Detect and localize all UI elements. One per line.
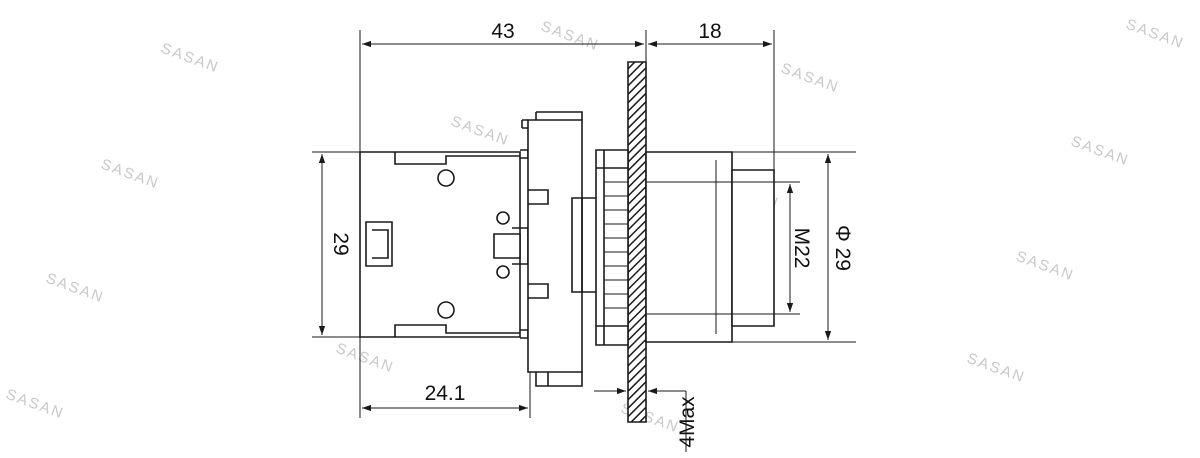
watermark: SASAN (449, 113, 512, 150)
watermark: SASAN (334, 340, 397, 377)
dimension-label-4max: 4Max (676, 396, 699, 448)
bezel-actuator (645, 151, 775, 343)
watermark: SASAN (44, 270, 107, 307)
dimension-block-depth: 24.1 (359, 337, 531, 418)
watermark: SASAN (159, 40, 222, 77)
mounting-adapter (521, 111, 583, 387)
watermark: SASAN (1014, 248, 1077, 285)
locking-nut (582, 149, 629, 346)
terminal-screw-icon (496, 211, 510, 225)
watermark: SASAN (965, 350, 1028, 387)
dimension-label-phi29: Φ 29 (831, 225, 854, 271)
watermark: SASAN (1069, 133, 1132, 170)
dimension-label-18: 18 (698, 20, 721, 43)
watermark: SASAN (4, 386, 67, 423)
dimension-front-depth: 18 (648, 20, 775, 170)
terminal-screw-icon (437, 169, 455, 187)
dimension-label-29: 29 (329, 232, 352, 255)
dimension-thread: M22 (646, 181, 813, 315)
watermark: SASAN (1124, 16, 1187, 53)
dimension-label-43: 43 (491, 20, 514, 43)
dimension-label-24-1: 24.1 (425, 382, 466, 405)
dimension-panel-thickness: 4Max (594, 387, 699, 452)
watermark: SASAN (99, 156, 162, 193)
dimension-bezel-diameter: Φ 29 (732, 151, 856, 343)
contact-block (359, 149, 529, 339)
dimension-block-height: 29 (312, 151, 360, 338)
watermark-group: SASAN SASAN SASAN SASAN SASAN SASAN SASA… (4, 16, 1187, 437)
dimension-overall-depth: 43 (359, 20, 647, 152)
watermark: SASAN (779, 60, 842, 97)
terminal-screw-icon (496, 265, 510, 279)
terminal-screw-icon (437, 301, 455, 319)
watermark: SASAN (539, 18, 602, 55)
mounting-panel (627, 61, 647, 423)
dimension-label-m22: M22 (790, 228, 813, 269)
